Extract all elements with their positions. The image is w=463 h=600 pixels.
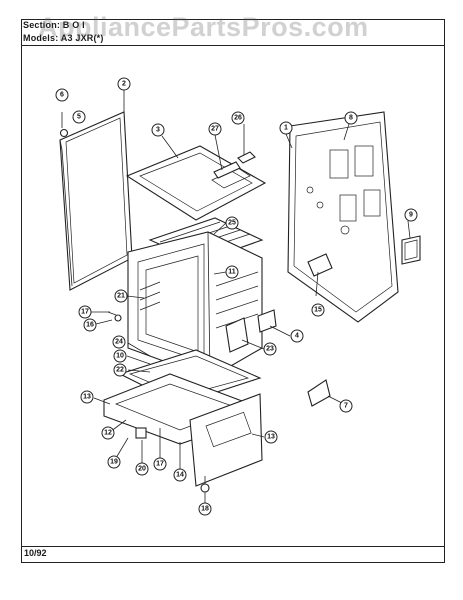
part-base-frame xyxy=(103,373,263,487)
callout-label: 27 xyxy=(211,126,219,133)
callout-label: 19 xyxy=(110,459,118,466)
callout-label: 16 xyxy=(86,322,94,329)
callout-12: 12 xyxy=(101,426,115,440)
section-label: Section: B O I xyxy=(23,20,85,30)
callout-22: 22 xyxy=(113,363,127,377)
callout-17-upper: 17 xyxy=(78,305,92,319)
callout-26: 26 xyxy=(231,111,245,125)
callout-label: 12 xyxy=(104,430,112,437)
footer-divider xyxy=(21,546,445,547)
watermark: AppliancePartsPros.com xyxy=(38,12,369,42)
callout-20: 20 xyxy=(135,462,149,476)
callout-3: 3 xyxy=(151,123,165,137)
callout-label: 17 xyxy=(81,309,89,316)
callout-label: 4 xyxy=(295,333,299,340)
callout-2: 2 xyxy=(117,77,131,91)
callout-9: 9 xyxy=(404,208,418,222)
callout-label: 13 xyxy=(267,434,275,441)
part-bracket-top xyxy=(213,151,256,179)
callout-6-left: 6 xyxy=(55,88,69,102)
callout-17-lower: 17 xyxy=(153,457,167,471)
callout-label: 20 xyxy=(138,466,146,473)
callout-label: 15 xyxy=(314,307,322,314)
callout-label: 24 xyxy=(115,339,123,346)
callout-label: 1 xyxy=(284,125,288,132)
models-label: Models: A3 JXR(*) xyxy=(23,33,104,43)
callout-label: 18 xyxy=(201,506,209,513)
callout-label: 14 xyxy=(176,472,184,479)
callout-23: 23 xyxy=(263,342,277,356)
part-side-panel xyxy=(59,111,133,291)
callout-label: 3 xyxy=(156,127,160,134)
callout-21: 21 xyxy=(114,289,128,303)
callout-leaders xyxy=(91,90,411,506)
diagram-frame xyxy=(21,19,445,563)
header-divider xyxy=(21,45,445,46)
callout-15: 15 xyxy=(311,303,325,317)
callout-label: 25 xyxy=(228,220,236,227)
callout-label: 2 xyxy=(122,81,126,88)
callout-label: 5 xyxy=(77,114,81,121)
callout-label: 11 xyxy=(228,269,236,276)
callout-label: 22 xyxy=(116,367,124,374)
callout-markers: 6 5 2 3 27 26 1 8 9 25 11 21 15 17 16 4 … xyxy=(55,77,418,516)
callout-27: 27 xyxy=(208,122,222,136)
revision-date: 10/92 xyxy=(24,548,47,558)
callout-label: 13 xyxy=(83,394,91,401)
callout-4: 4 xyxy=(290,329,304,343)
callout-5: 5 xyxy=(72,110,86,124)
callout-11: 11 xyxy=(225,265,239,279)
callout-label: 26 xyxy=(234,115,242,122)
callout-13-right: 13 xyxy=(264,430,278,444)
callout-18: 18 xyxy=(198,502,212,516)
callout-label: 23 xyxy=(266,346,274,353)
part-screw xyxy=(59,112,69,138)
callout-25: 25 xyxy=(225,216,239,230)
callout-label: 10 xyxy=(116,353,124,360)
callout-10: 10 xyxy=(113,349,127,363)
callout-label: 17 xyxy=(156,461,164,468)
callout-label: 6 xyxy=(60,92,64,99)
callout-16: 16 xyxy=(83,318,97,332)
part-vent-bracket xyxy=(401,235,421,265)
callout-13-left: 13 xyxy=(80,390,94,404)
callout-1: 1 xyxy=(279,121,293,135)
callout-8: 8 xyxy=(344,111,358,125)
callout-7: 7 xyxy=(339,399,353,413)
callout-14: 14 xyxy=(173,468,187,482)
callout-label: 8 xyxy=(349,115,353,122)
part-hardware xyxy=(107,311,331,493)
callout-24: 24 xyxy=(112,335,126,349)
callout-label: 9 xyxy=(409,212,413,219)
callout-label: 7 xyxy=(344,403,348,410)
part-rear-panel xyxy=(287,111,399,323)
callout-19: 19 xyxy=(107,455,121,469)
callout-label: 21 xyxy=(117,293,125,300)
